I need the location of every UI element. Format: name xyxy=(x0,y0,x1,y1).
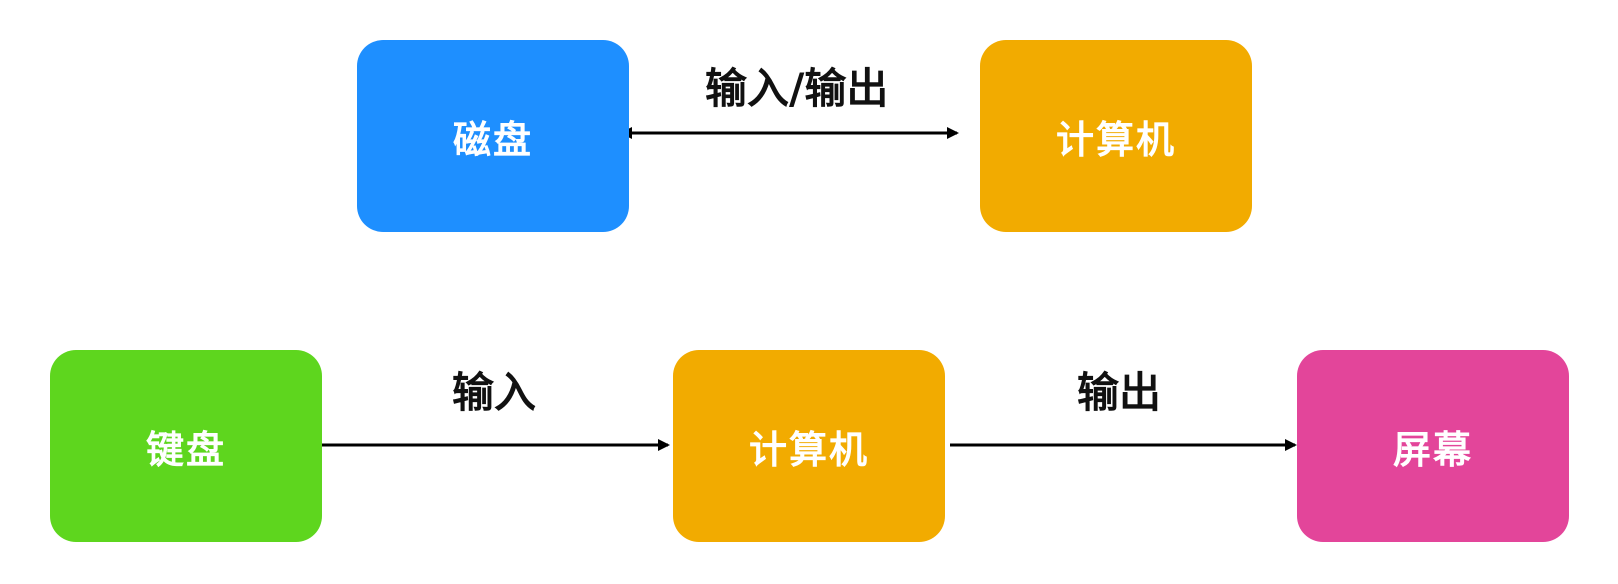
computer-node-top-label: 计算机 xyxy=(1055,117,1176,162)
disk-node-label: 磁盘 xyxy=(452,117,533,162)
keyboard-node-label: 键盘 xyxy=(145,427,226,472)
computer-node-top: 计算机 xyxy=(980,40,1252,232)
screen-node-label: 屏幕 xyxy=(1392,427,1473,472)
disk-node: 磁盘 xyxy=(357,40,629,232)
output-edge-label: 输出 xyxy=(1077,368,1162,417)
io-edge-label: 输入/输出 xyxy=(705,64,889,113)
screen-node: 屏幕 xyxy=(1297,350,1569,542)
keyboard-node: 键盘 xyxy=(50,350,322,542)
computer-node-bottom: 计算机 xyxy=(673,350,945,542)
computer-node-bottom-label: 计算机 xyxy=(748,427,869,472)
input-edge-label: 输入 xyxy=(452,368,537,417)
